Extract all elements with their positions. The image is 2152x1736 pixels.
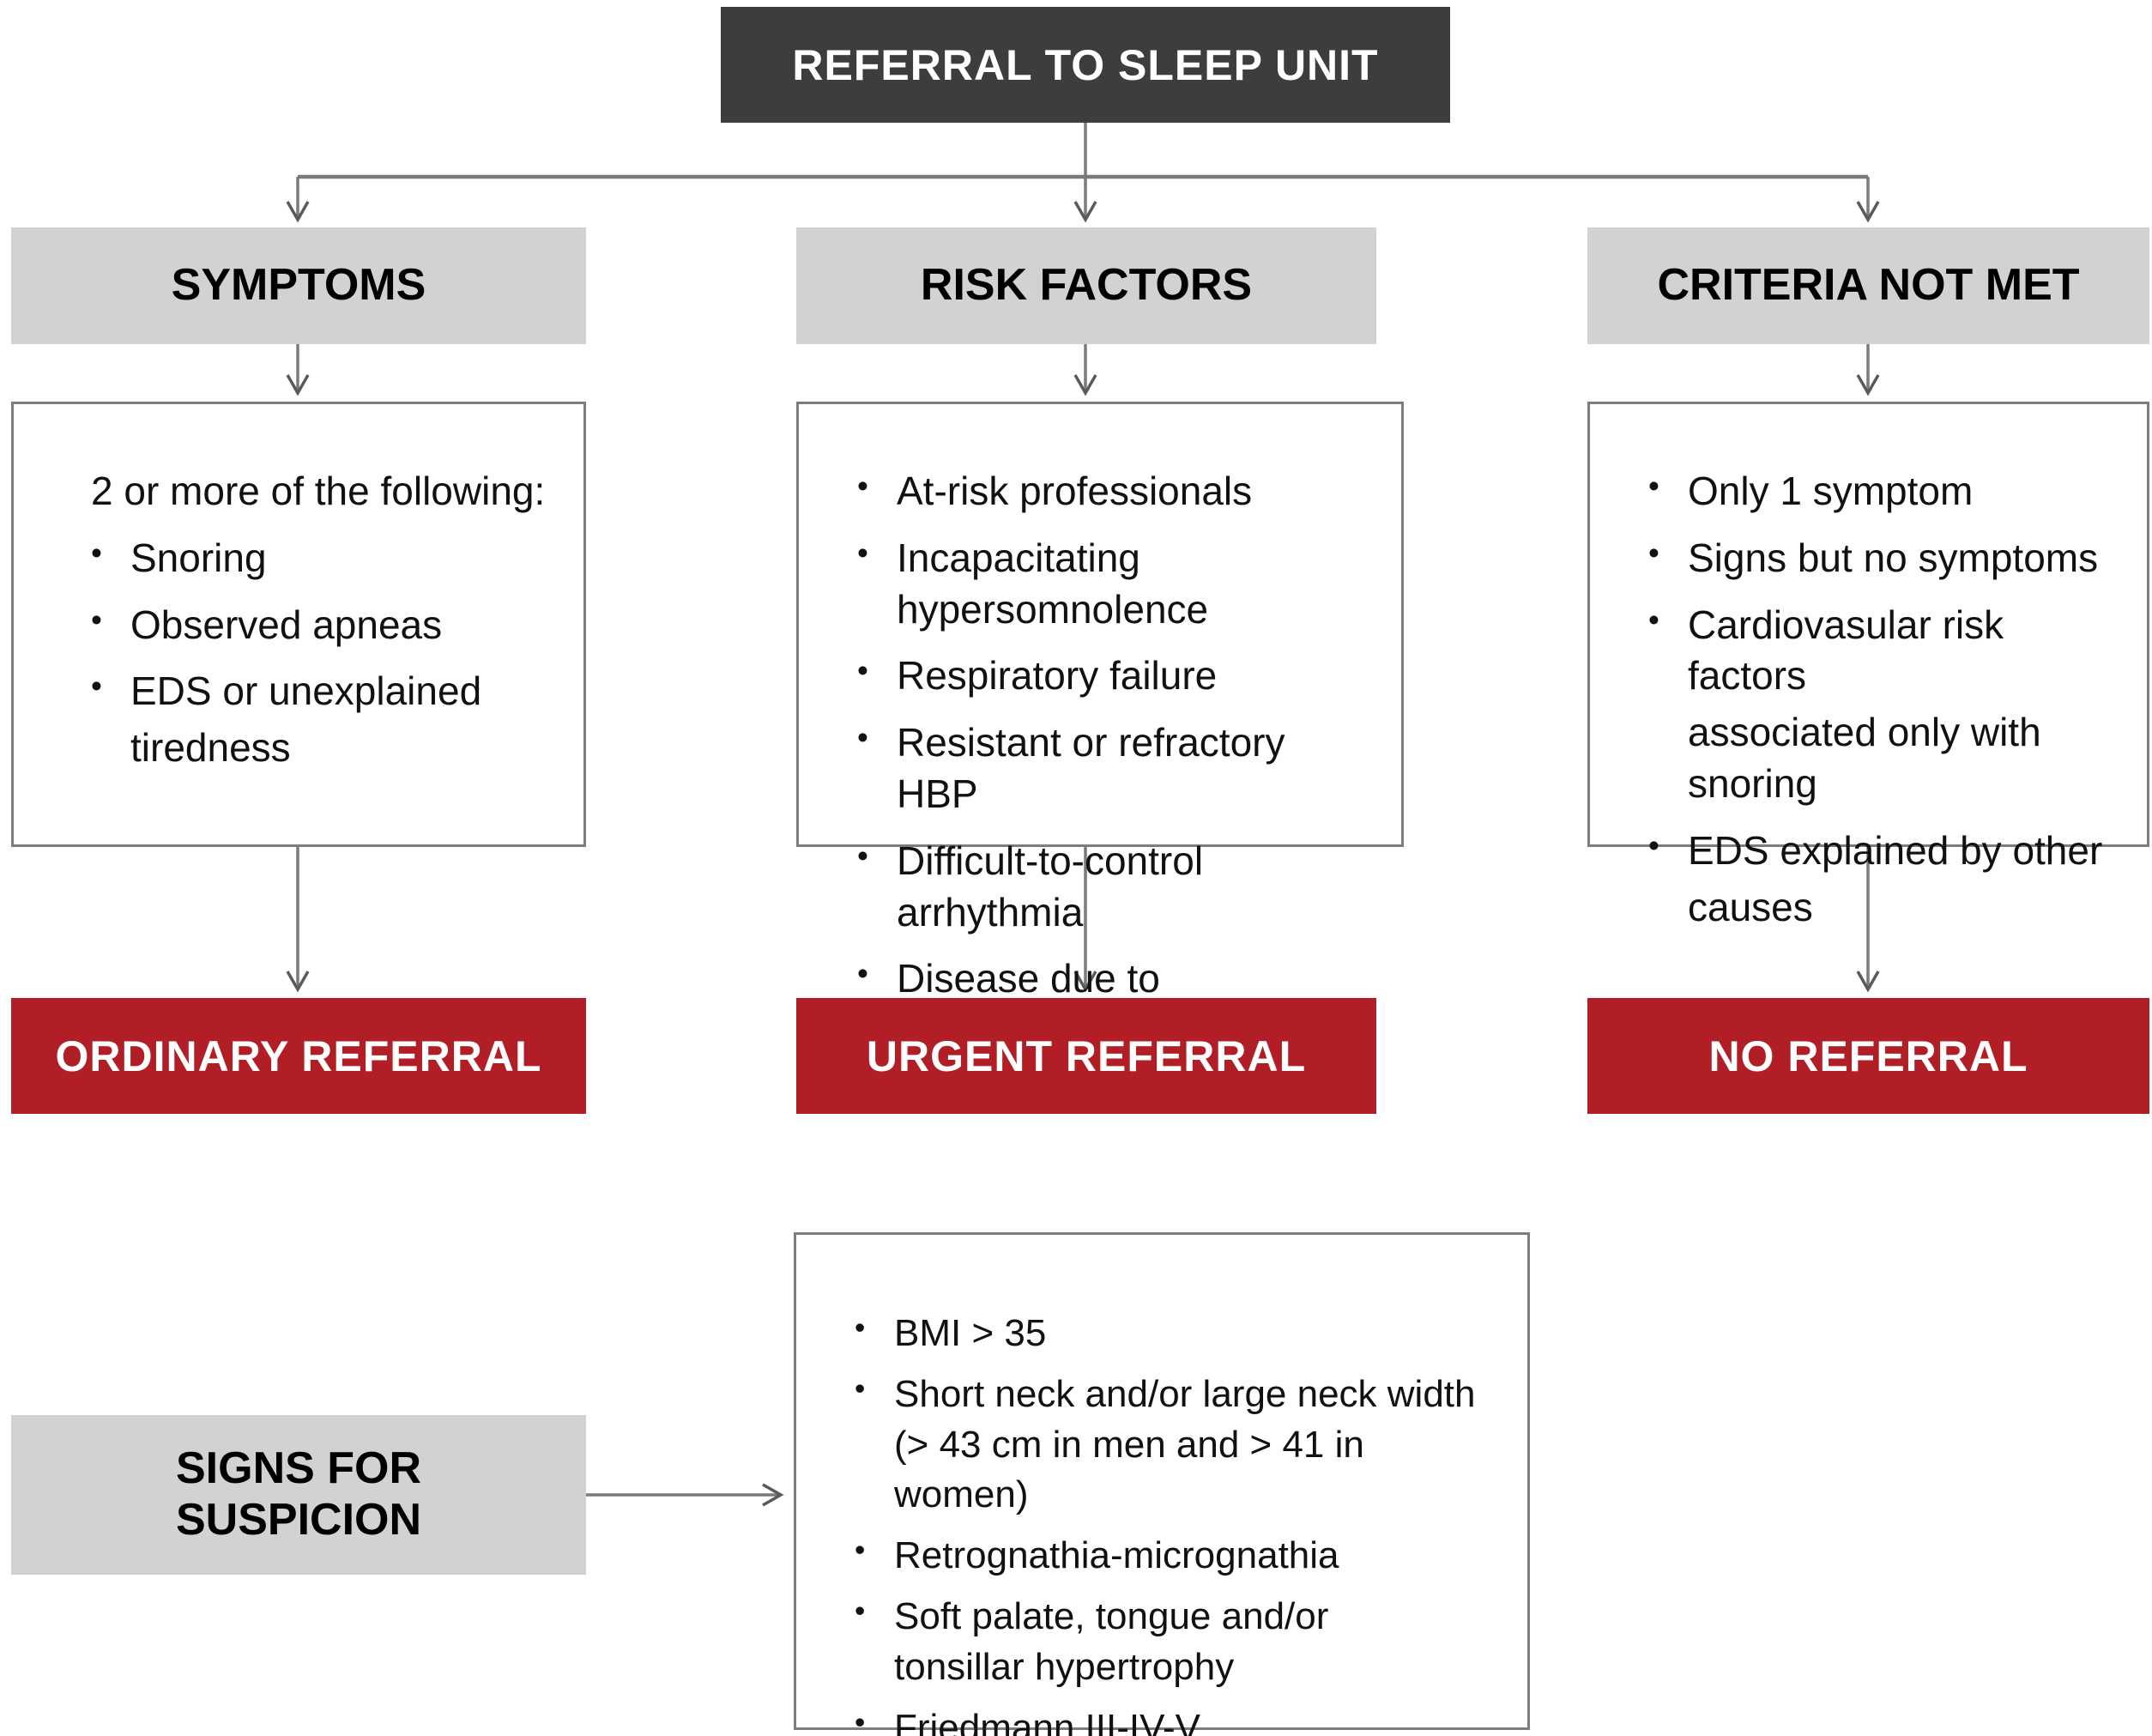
bullet-icon: • — [855, 1311, 866, 1345]
bullet-icon: • — [1648, 469, 1659, 504]
bullet-icon: • — [91, 668, 102, 705]
list-item-text: Snoring — [130, 535, 267, 580]
bullet-icon: • — [855, 1372, 866, 1406]
list-item: • Soft palate, tongue and/or — [855, 1592, 1496, 1641]
symptoms-list: 2 or more of the following: • Snoring • Obse… — [14, 404, 583, 774]
bullet-icon: • — [857, 653, 868, 689]
list-item-text: (> 43 cm in men and > 41 in women) — [894, 1424, 1364, 1515]
list-item: • Signs but no symptoms — [1648, 533, 2116, 584]
list-item: • EDS or unexplained — [91, 666, 553, 717]
list-item-text: Short neck and/or large neck width — [894, 1373, 1476, 1416]
bullet-icon: • — [1648, 535, 1659, 571]
list-item: • Cardiovasular risk factors — [1648, 600, 2116, 703]
list-item-text: Signs but no symptoms — [1688, 535, 2099, 580]
bullet-icon: • — [857, 956, 868, 992]
bullet-icon: • — [857, 720, 868, 756]
header-label: SYMPTOMS — [171, 260, 426, 311]
detail-box-symptoms: 2 or more of the following: • Snoring • Obse… — [11, 402, 586, 847]
list-item-text: BMI > 35 — [894, 1312, 1047, 1354]
list-item: • Snoring — [91, 533, 553, 584]
list-item: (> 43 cm in men and > 41 in women) — [855, 1420, 1496, 1518]
list-item-text: Incapacitating hypersomnolence — [897, 535, 1209, 632]
bullet-icon: • — [1648, 602, 1659, 638]
outcome-box-urgent-referral: URGENT REFERRAL — [796, 998, 1376, 1114]
bullet-icon: • — [855, 1533, 866, 1567]
header-label: RISK FACTORS — [920, 260, 1253, 311]
detail-box-criteria-not-met: • Only 1 symptom • Signs but no symptoms • Ca… — [1587, 402, 2149, 929]
list-item-text: Soft palate, tongue and/or — [894, 1594, 1329, 1637]
list-item: 2 or more of the following: — [91, 466, 553, 517]
header-box-symptoms: SYMPTOMS — [11, 227, 586, 344]
list-item-text: tonsillar hypertrophy — [894, 1646, 1235, 1689]
outcome-label: URGENT REFERRAL — [866, 1031, 1307, 1080]
header-box-risk-factors: RISK FACTORS — [796, 227, 1376, 344]
list-item: tiredness — [91, 723, 553, 774]
list-item-text: EDS or unexplained — [130, 668, 482, 714]
signs-for-suspicion-list: • BMI > 35 • Short neck and/or large neck w… — [796, 1235, 1527, 1736]
list-item-text: Friedmann III-IV-V — [894, 1707, 1201, 1736]
list-item: • Respiratory failure — [857, 650, 1370, 702]
list-item-text: Cardiovasular risk factors — [1688, 602, 2004, 699]
bullet-icon: • — [91, 602, 102, 638]
list-item: • EDS explained by other — [1648, 826, 2116, 877]
list-item-text: At-risk professionals — [897, 469, 1253, 513]
detail-box-risk-factors: • At-risk professionals • Incapacitating hy… — [796, 402, 1404, 1109]
list-item-text: tiredness — [130, 725, 291, 771]
bullet-icon: • — [855, 1706, 866, 1736]
list-item-text: Only 1 symptom — [1688, 469, 1974, 513]
list-item-text: Retrognathia-micrognathia — [894, 1533, 1339, 1576]
outcome-box-no-referral: NO REFERRAL — [1587, 998, 2149, 1114]
header-box-signs-for-suspicion: SIGNS FOR SUSPICION — [11, 1415, 586, 1575]
bullet-icon: • — [857, 469, 868, 504]
list-item-text: 2 or more of the following: — [91, 469, 546, 513]
list-item: • Short neck and/or large neck width — [855, 1370, 1496, 1418]
header-label-line1: SIGNS FOR — [175, 1443, 422, 1494]
list-item-text: associated only with snoring — [1688, 710, 2041, 806]
list-item: • Observed apneas — [91, 600, 553, 651]
bullet-icon: • — [857, 535, 868, 571]
list-item: • Friedmann III-IV-V — [855, 1703, 1496, 1736]
list-item: tonsillar hypertrophy — [855, 1642, 1496, 1691]
list-item-text: Observed apneas — [130, 602, 443, 647]
list-item: • BMI > 35 — [855, 1309, 1496, 1358]
outcome-label: ORDINARY REFERRAL — [55, 1031, 542, 1080]
list-item-text: Difficult-to-control arrhythmia — [897, 838, 1204, 935]
list-item-text: Respiratory failure — [897, 653, 1218, 699]
title-box-referral-to-sleep-unit: REFERRAL TO SLEEP UNIT — [721, 7, 1450, 123]
detail-box-signs-for-suspicion: • BMI > 35 • Short neck and/or large neck w… — [794, 1232, 1530, 1736]
outcome-label: NO REFERRAL — [1708, 1031, 2028, 1080]
page-title: REFERRAL TO SLEEP UNIT — [792, 40, 1379, 89]
list-item-text: EDS explained by other — [1688, 827, 2103, 873]
list-item: associated only with snoring — [1648, 707, 2116, 810]
list-item: • Incapacitating hypersomnolence — [857, 533, 1370, 636]
bullet-icon: • — [857, 838, 868, 874]
list-item: • Only 1 symptom — [1648, 466, 2116, 517]
list-item-text: Resistant or refractory HBP — [897, 720, 1285, 816]
header-label: CRITERIA NOT MET — [1657, 260, 2080, 311]
header-label-line2: SUSPICION — [175, 1495, 422, 1545]
outcome-box-ordinary-referral: ORDINARY REFERRAL — [11, 998, 586, 1114]
header-box-criteria-not-met: CRITERIA NOT MET — [1587, 227, 2149, 344]
list-item-text: causes — [1688, 884, 1813, 929]
list-item: • Difficult-to-control arrhythmia — [857, 836, 1370, 939]
list-item: causes — [1648, 882, 2116, 934]
bullet-icon: • — [91, 535, 102, 571]
list-item: • At-risk professionals — [857, 466, 1370, 517]
criteria-not-met-list: • Only 1 symptom • Signs but no symptoms • Ca… — [1590, 404, 2147, 933]
list-item: • Resistant or refractory HBP — [857, 717, 1370, 820]
bullet-icon: • — [855, 1594, 866, 1628]
list-item: • Retrognathia-micrognathia — [855, 1531, 1496, 1580]
bullet-icon: • — [1648, 827, 1659, 863]
